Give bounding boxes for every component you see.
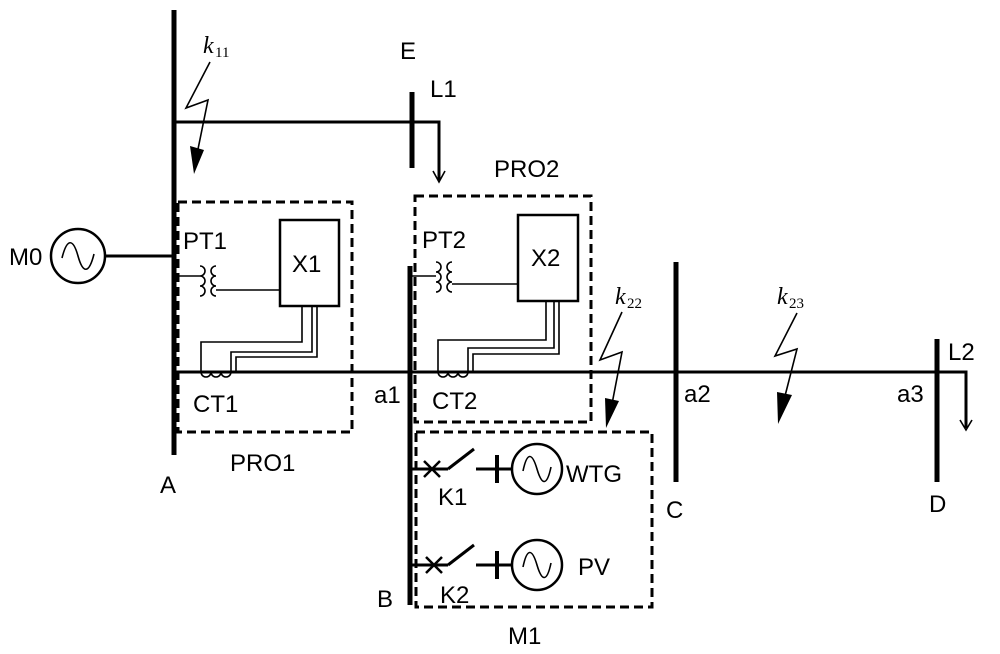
ac-sine-icon xyxy=(61,241,95,271)
m1-label: M1 xyxy=(508,623,541,650)
feeder-L1 xyxy=(412,120,441,180)
switch-k2-cross-icon xyxy=(425,556,443,574)
fault-k11-icon xyxy=(184,61,211,174)
load-label-L2: L2 xyxy=(948,339,975,366)
pv-label: PV xyxy=(578,554,610,581)
bus-label-C: C xyxy=(666,497,683,524)
relay-x2 xyxy=(516,213,580,303)
svg-text:23: 23 xyxy=(789,296,804,312)
switch-k1-blade xyxy=(447,447,475,471)
feeder-L2 xyxy=(937,370,968,428)
bus-label-E: E xyxy=(400,38,416,65)
point-label-a1: a1 xyxy=(374,382,401,409)
svg-text:11: 11 xyxy=(215,45,229,61)
load-arrow-L2 xyxy=(959,419,973,432)
switch-k1-cross-icon xyxy=(423,460,441,478)
ct1-transformer-icon xyxy=(200,306,318,378)
switch-label-K2: K2 xyxy=(440,582,469,609)
bus-label-D: D xyxy=(929,491,946,518)
bus-label-B: B xyxy=(377,586,393,613)
pt1-label: PT1 xyxy=(183,228,227,255)
fault-k22-icon xyxy=(598,311,624,428)
relay-x1 xyxy=(278,218,341,308)
load-arrow-L1 xyxy=(432,170,446,184)
fault-label-k23: k 23 xyxy=(777,284,804,312)
ct2-transformer-icon xyxy=(437,301,560,378)
svg-text:k: k xyxy=(777,284,788,310)
pt2-transformer-icon xyxy=(410,261,518,293)
point-label-a3: a3 xyxy=(897,381,924,408)
wtg-label: WTG xyxy=(566,461,622,488)
switch-k2-blade xyxy=(447,543,475,567)
relay-x1-label: X1 xyxy=(292,251,321,278)
pro2-label: PRO2 xyxy=(494,156,559,183)
ct2-label: CT2 xyxy=(432,388,477,415)
m1-box xyxy=(414,430,654,609)
ct1-label: CT1 xyxy=(193,391,238,418)
bus-label-A: A xyxy=(160,472,176,499)
fault-label-k22: k 22 xyxy=(615,284,642,312)
load-label-L1: L1 xyxy=(430,76,457,103)
fault-k23-icon xyxy=(773,312,799,424)
generator-M0 xyxy=(49,227,174,285)
pt1-transformer-icon xyxy=(174,265,280,297)
pro2-box xyxy=(413,194,593,424)
relay-x2-label: X2 xyxy=(531,245,560,272)
svg-text:k: k xyxy=(203,33,214,59)
fault-label-k11: k 11 xyxy=(203,33,229,61)
pt2-label: PT2 xyxy=(422,227,466,254)
source-label-M0: M0 xyxy=(9,244,42,271)
point-label-a2: a2 xyxy=(684,381,711,408)
pro1-label: PRO1 xyxy=(230,450,295,477)
svg-text:k: k xyxy=(615,284,626,310)
pro1-box xyxy=(176,200,354,434)
switch-label-K1: K1 xyxy=(438,484,467,511)
pv-branch xyxy=(410,538,564,592)
svg-text:22: 22 xyxy=(627,296,642,312)
wtg-branch xyxy=(410,442,564,496)
